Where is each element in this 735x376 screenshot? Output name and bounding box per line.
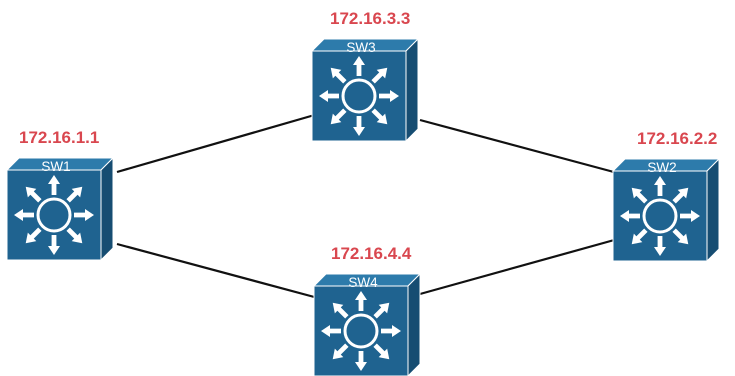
link-sw4-sw2 — [419, 235, 626, 296]
switch-name-sw4: SW4 — [348, 275, 378, 290]
ip-label-sw4: 172.16.4.4 — [331, 244, 412, 263]
switch-name-sw3: SW3 — [346, 40, 375, 55]
switch-name-sw2: SW2 — [647, 160, 676, 175]
switch-sw4[interactable]: 172.16.4.4 SW4 — [314, 244, 420, 376]
ip-label-sw1: 172.16.1.1 — [19, 128, 99, 147]
switch-sw2[interactable]: 172.16.2.2 SW2 — [613, 129, 719, 261]
ip-label-sw2: 172.16.2.2 — [637, 129, 717, 148]
switch-name-sw1: SW1 — [41, 159, 70, 174]
ip-label-sw3: 172.16.3.3 — [330, 9, 410, 28]
link-sw1-sw4 — [116, 242, 319, 300]
switch-sw1[interactable]: 172.16.1.1 SW1 — [7, 128, 113, 260]
switch-sw3[interactable]: 172.16.3.3 SW3 — [312, 9, 418, 141]
link-sw3-sw2 — [419, 118, 626, 177]
links — [116, 112, 626, 300]
link-sw1-sw3 — [116, 112, 319, 174]
